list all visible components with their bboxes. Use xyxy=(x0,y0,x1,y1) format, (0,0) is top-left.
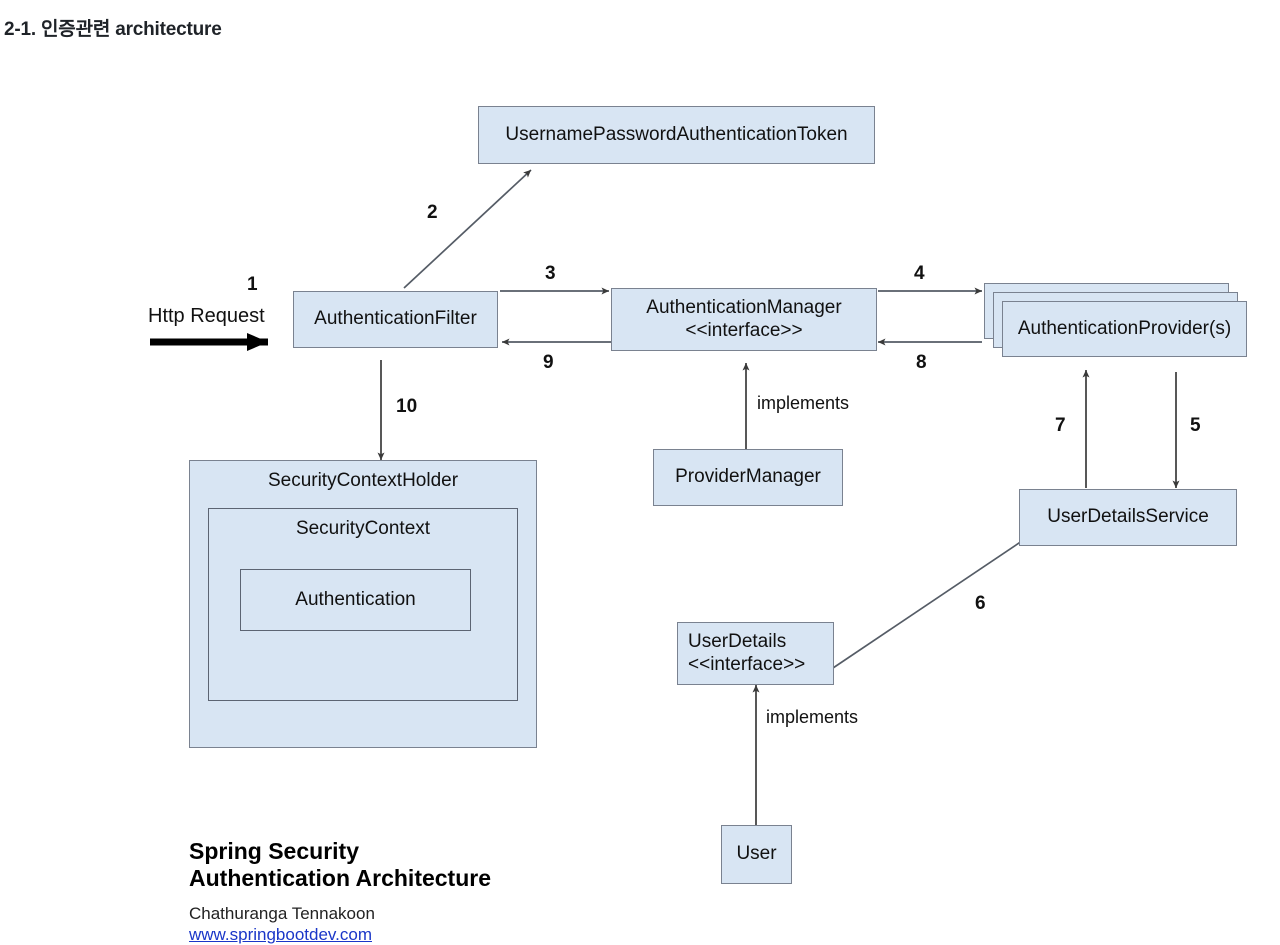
label-step-8: 8 xyxy=(916,352,927,373)
node-provider-manager[interactable]: ProviderManager xyxy=(653,449,843,506)
label-implements-provider-manager: implements xyxy=(757,393,850,413)
node-authentication-manager[interactable]: AuthenticationManager <<interface>> xyxy=(611,288,877,351)
node-authentication-filter[interactable]: AuthenticationFilter xyxy=(293,291,498,348)
label-step-7: 7 xyxy=(1055,415,1066,436)
node-authentication-providers[interactable]: AuthenticationProvider(s) xyxy=(1002,301,1247,357)
architecture-diagram: UsernamePasswordAuthenticationToken Auth… xyxy=(0,60,1280,944)
label-step-1: 1 xyxy=(247,274,258,295)
node-user[interactable]: User xyxy=(721,825,792,884)
node-username-password-authentication-token[interactable]: UsernamePasswordAuthenticationToken xyxy=(478,106,875,164)
label-http-request: Http Request xyxy=(148,305,265,327)
edge-2-filter-to-token xyxy=(403,169,532,289)
label-step-9: 9 xyxy=(543,352,554,373)
label-step-3: 3 xyxy=(545,263,556,284)
label-step-5: 5 xyxy=(1190,415,1201,436)
label-step-4: 4 xyxy=(914,263,925,284)
credit-author: Chathuranga Tennakoon xyxy=(189,904,375,924)
diagram-connectors xyxy=(150,169,1180,825)
credit-block: Spring Security Authentication Architect… xyxy=(189,838,491,945)
label-implements-user: implements xyxy=(766,707,859,727)
node-user-details[interactable]: UserDetails <<interface>> xyxy=(677,622,834,685)
edge-6-userdetails-to-service xyxy=(832,540,1023,669)
label-step-10: 10 xyxy=(396,396,418,417)
page-title: 2-1. 인증관련 architecture xyxy=(4,19,222,40)
node-authentication[interactable]: Authentication xyxy=(240,569,471,631)
label-step-6: 6 xyxy=(975,593,986,614)
node-user-details-service[interactable]: UserDetailsService xyxy=(1019,489,1237,546)
label-step-2: 2 xyxy=(427,202,438,223)
credit-title: Spring Security Authentication Architect… xyxy=(189,838,492,892)
credit-website-link[interactable]: www.springbootdev.com xyxy=(189,925,372,945)
